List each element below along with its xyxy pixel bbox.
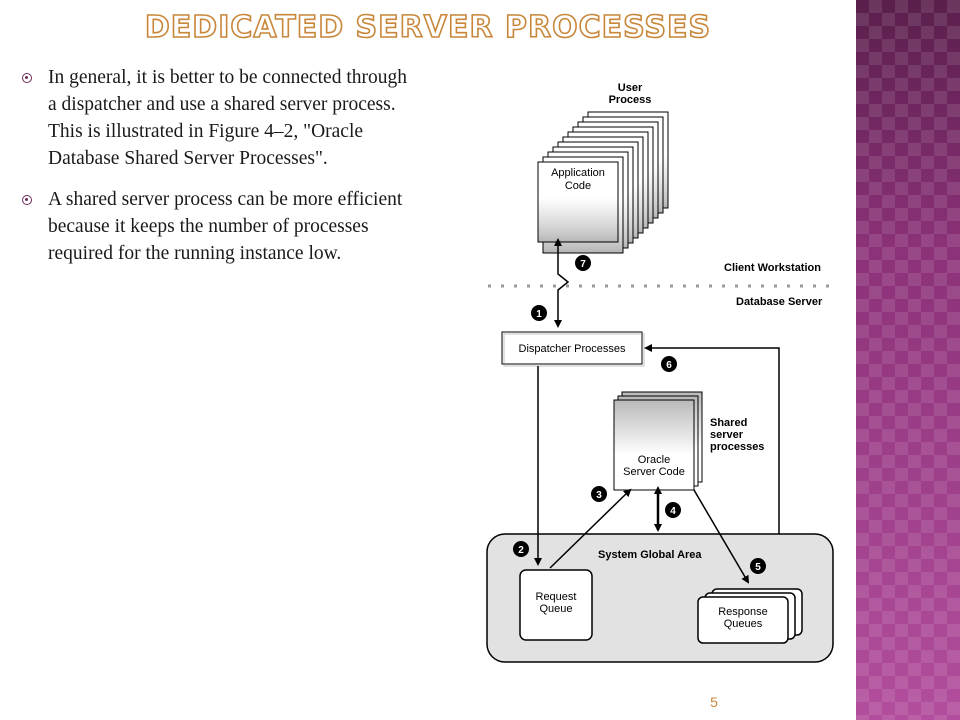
oracle-server-code-label: Server Code (623, 466, 685, 478)
step-5-number: 5 (755, 562, 761, 573)
step-5-arrow (693, 489, 750, 584)
bullet-list: In general, it is better to be connected… (18, 64, 418, 281)
bullet-text: In general, it is better to be connected… (48, 67, 407, 169)
step-1-number: 1 (536, 309, 542, 320)
step-7-badge (575, 255, 591, 271)
step-2-badge (513, 541, 529, 557)
step-4-number: 4 (670, 506, 676, 517)
request-queue-label: Queue (539, 603, 572, 615)
dispatcher-processes-label: Dispatcher Processes (519, 343, 626, 355)
request-queue-box (519, 569, 593, 641)
step-3-number: 3 (596, 490, 602, 501)
user-process-label: Process (609, 94, 652, 106)
step-7-number: 7 (580, 259, 586, 270)
user-process-label: User (618, 82, 643, 94)
oracle-server-code-stack (613, 391, 703, 491)
application-code-label: Application (551, 167, 605, 179)
step-3-arrow (549, 488, 632, 569)
slide-title: DEDICATED SERVER PROCESSES (144, 9, 712, 46)
oracle-server-code-label: Oracle (638, 454, 670, 466)
decorative-side-panel (856, 0, 960, 720)
step-6-badge (661, 356, 677, 372)
database-server-label: Database Server (736, 296, 823, 308)
bullet-circle-icon (22, 73, 32, 83)
application-code-label: Code (565, 180, 591, 192)
response-queues-label: Response (718, 606, 768, 618)
response-queues-stack (697, 588, 803, 644)
shared-server-processes-label: Shared (710, 417, 747, 429)
connection-arrow (554, 238, 570, 328)
system-global-area-label: System Global Area (598, 549, 702, 561)
step-6-number: 6 (666, 360, 672, 371)
step-4-badge (665, 502, 681, 518)
dispatcher-processes-box (501, 331, 643, 365)
shared-server-processes-label: server (710, 429, 744, 441)
request-queue-label: Request (536, 591, 577, 603)
step-2-number: 2 (518, 545, 524, 556)
step-3-badge (591, 486, 607, 502)
step-5-badge (750, 558, 766, 574)
client-workstation-label: Client Workstation (724, 262, 821, 274)
bullet-item: A shared server process can be more effi… (18, 186, 418, 267)
bullet-circle-icon (22, 195, 32, 205)
shared-server-diagram: User Process Application Code Client Wor… (486, 82, 834, 663)
shared-server-processes-label: processes (710, 441, 764, 453)
bullet-item: In general, it is better to be connected… (18, 64, 418, 172)
step-1-badge (531, 305, 547, 321)
response-queues-label: Queues (724, 618, 763, 630)
bullet-text: A shared server process can be more effi… (48, 189, 403, 264)
page-number: 5 (710, 694, 718, 710)
application-code-stack (537, 111, 669, 254)
